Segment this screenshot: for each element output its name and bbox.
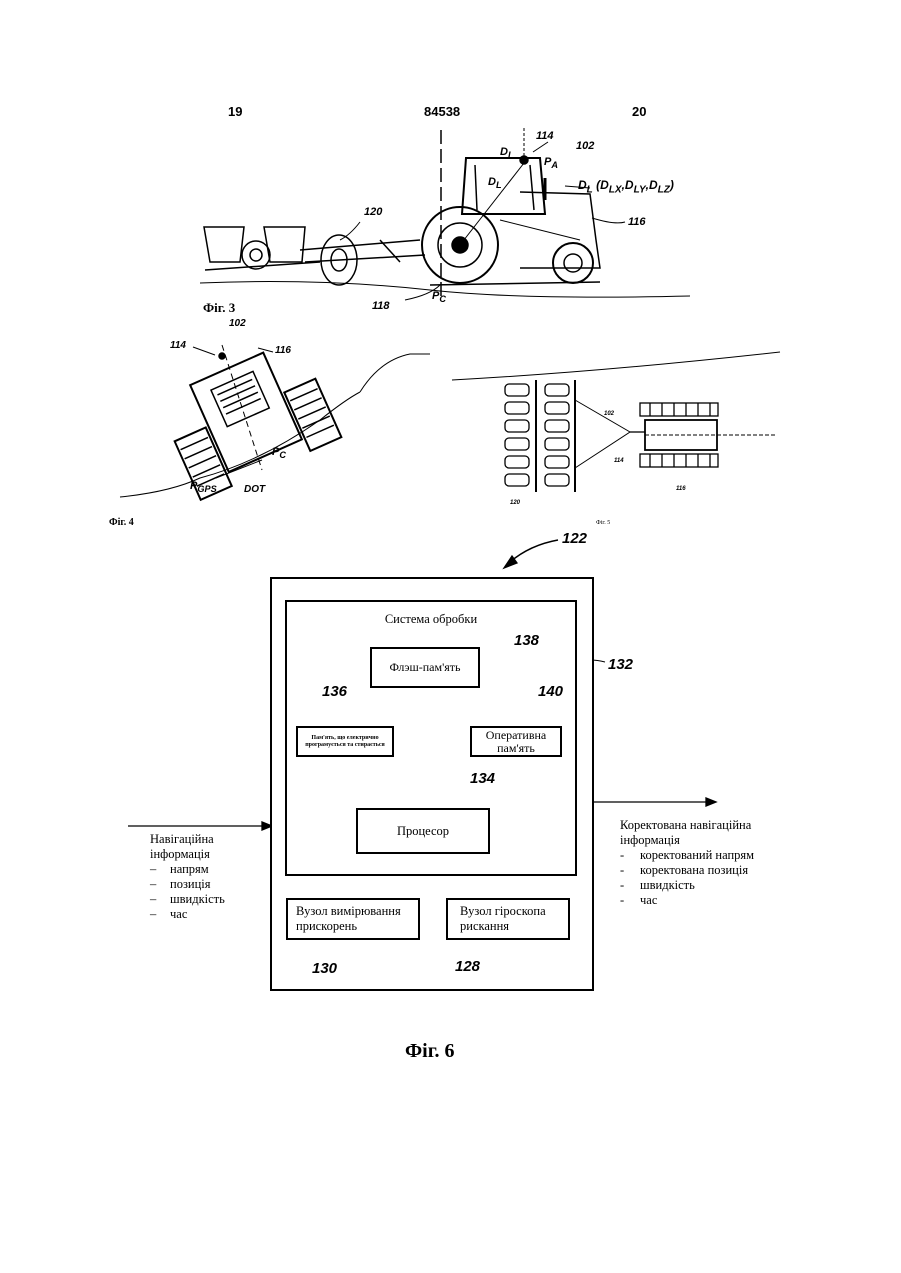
input-item: –швидкість (150, 892, 260, 907)
fig3-caption: Фіг. 3 (203, 300, 235, 316)
fig6-ref-132: 132 (608, 656, 633, 673)
fig4-label-dot: DOT (244, 484, 265, 495)
fig6-ref-122: 122 (562, 530, 587, 547)
output-item: -коректована позиція (620, 863, 770, 878)
fig3-ref-116: 116 (628, 216, 646, 228)
output-item: -швидкість (620, 878, 770, 893)
yaw-gyro-block: Вузол гіроскопа рискання (446, 898, 570, 940)
fig5-ref-120: 120 (510, 500, 520, 506)
output-title: Коректована навігаційна інформація (620, 818, 770, 848)
output-item: -коректований напрям (620, 848, 770, 863)
flash-memory-ref: 138 (514, 632, 539, 649)
fig3-ref-114: 114 (536, 130, 554, 142)
eeprom-ref: 136 (322, 683, 347, 700)
input-title: Навігаційна інформація (150, 832, 260, 862)
fig3-label-dl-top: DL (500, 146, 514, 160)
fig4-ref-102: 102 (229, 318, 246, 329)
accelerometer-block: Вузол вимірювання прискорень (286, 898, 420, 940)
fig3-ref-118: 118 (372, 300, 390, 312)
input-navigation-info: Навігаційна інформація –напрям –позиція … (150, 832, 260, 922)
fig5-caption: Фіг. 5 (596, 520, 610, 526)
fig5-illustration (452, 352, 780, 492)
input-item: –напрям (150, 862, 260, 877)
fig5-ref-116: 116 (676, 486, 686, 492)
input-item: –позиція (150, 877, 260, 892)
output-navigation-info: Коректована навігаційна інформація -коре… (620, 818, 770, 908)
fig4-label-pc: PC (272, 446, 286, 460)
fig4-caption: Фіг. 4 (109, 517, 134, 528)
accelerometer-ref: 130 (312, 960, 337, 977)
fig5-ref-102: 102 (604, 411, 614, 417)
fig3-label-dl-mid: DL (488, 176, 502, 190)
fig4-illustration (120, 338, 430, 500)
processor-ref: 134 (470, 770, 495, 787)
flash-memory-block: Флэш-пам'ять (370, 647, 480, 688)
fig4-label-pgps: PGPS (190, 480, 217, 494)
fig3-label-dl-vector: DL (DLX,DLY,DLZ) (578, 178, 674, 195)
fig4-ref-114: 114 (170, 340, 186, 351)
fig3-ref-102: 102 (576, 140, 594, 152)
processing-system-title: Система обробки (385, 612, 477, 627)
fig3-ref-120: 120 (364, 206, 382, 218)
fig3-illustration (200, 128, 690, 300)
yaw-gyro-ref: 128 (455, 958, 480, 975)
fig5-ref-114: 114 (614, 458, 624, 464)
ram-block: Оперативна пам'ять (470, 726, 562, 757)
output-item: -час (620, 893, 770, 908)
processor-block: Процесор (356, 808, 490, 854)
input-item: –час (150, 907, 260, 922)
fig3-label-pc: PC (432, 290, 446, 304)
fig4-ref-116: 116 (275, 345, 291, 356)
ram-ref: 140 (538, 683, 563, 700)
fig6-caption: Фіг. 6 (405, 1040, 455, 1063)
fig3-label-pa: PA (544, 156, 558, 170)
eeprom-block: Пам'ять, що електрично програмується та … (296, 726, 394, 757)
